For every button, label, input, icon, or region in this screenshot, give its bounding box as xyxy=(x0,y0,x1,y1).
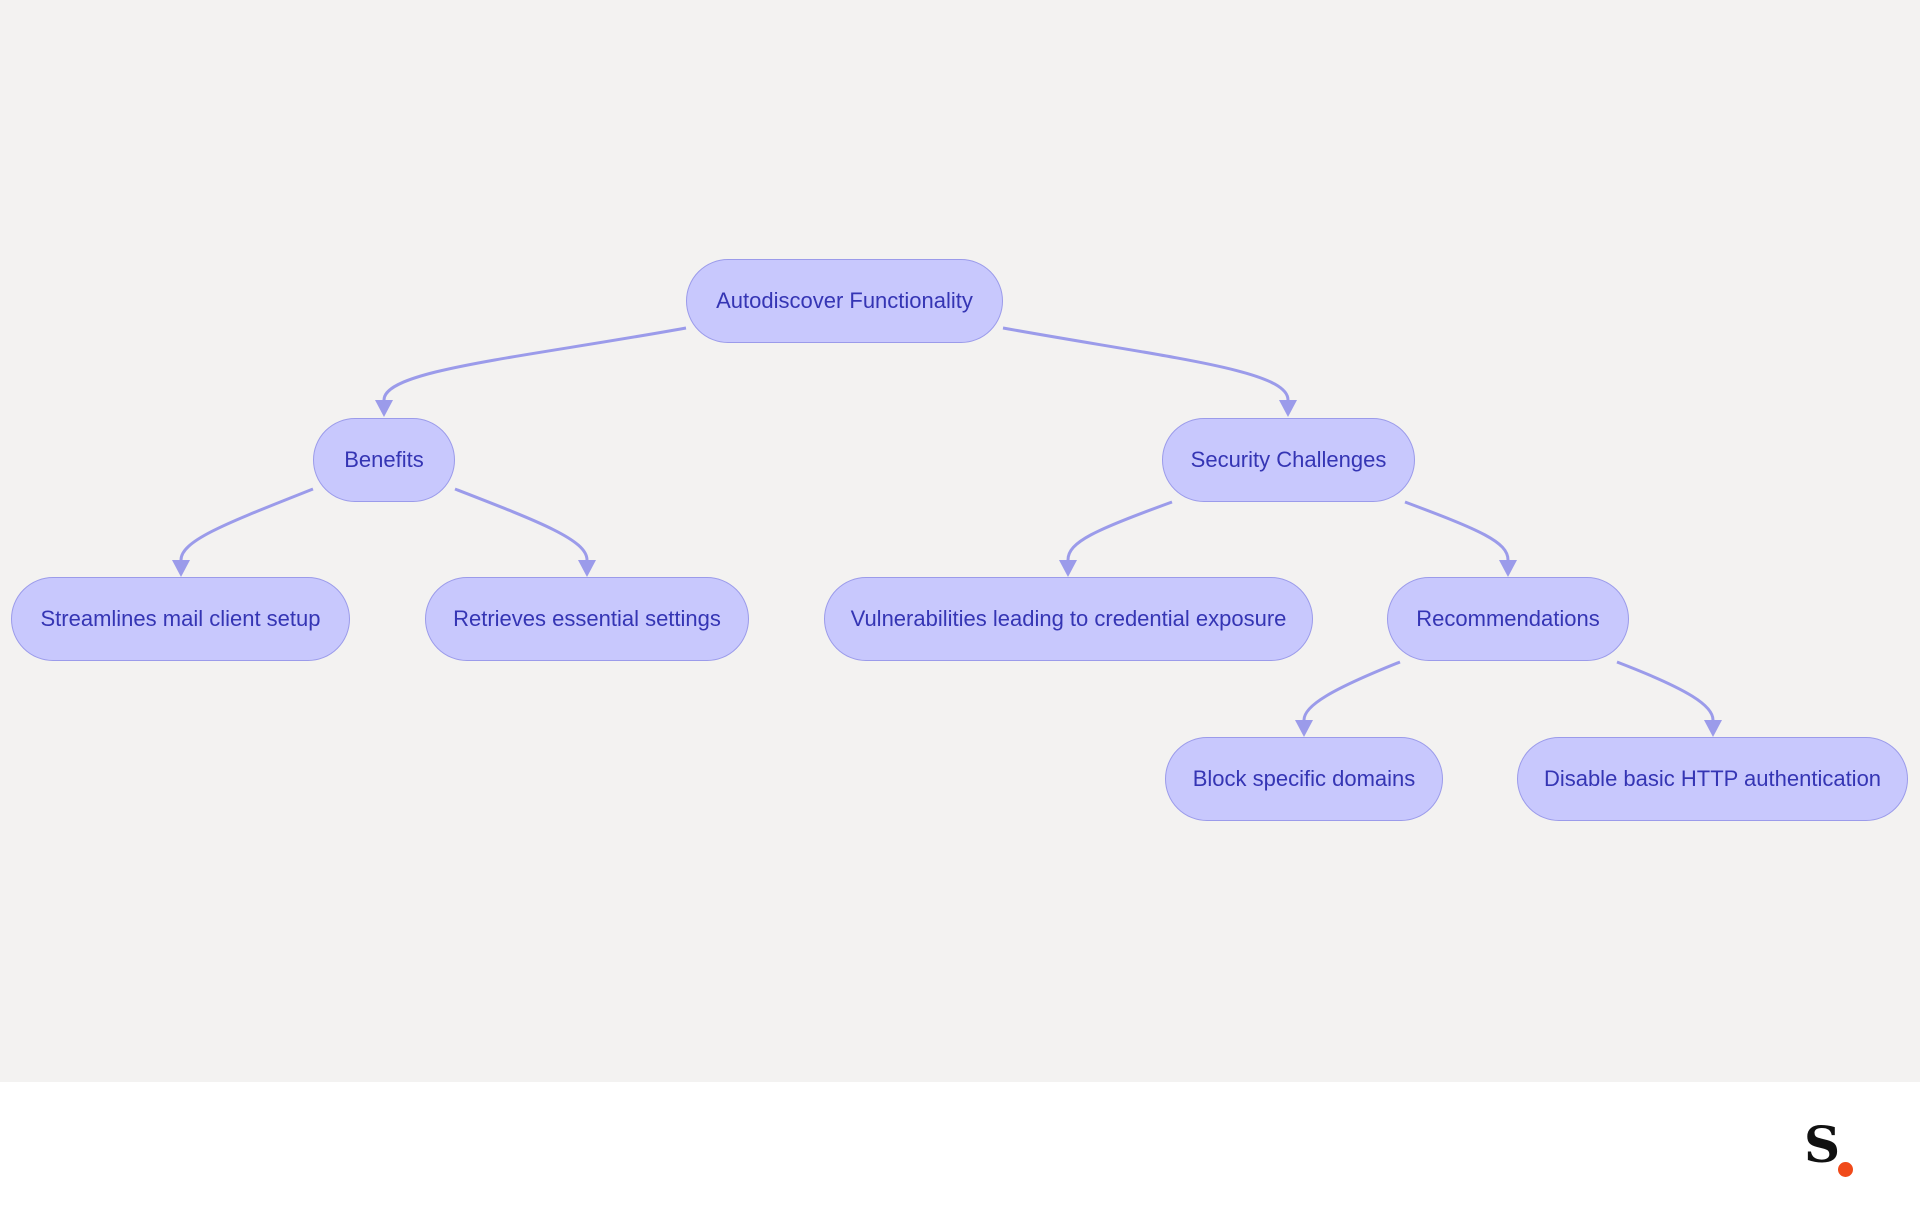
arrowhead-vulnerabilities xyxy=(1059,560,1077,577)
node-block-specific-domains: Block specific domains xyxy=(1165,737,1443,821)
arrowhead-security xyxy=(1279,400,1297,417)
edge-security-recommendations xyxy=(1404,500,1510,563)
edge-benefits-retrieves xyxy=(454,487,589,563)
arrowhead-retrieves xyxy=(578,560,596,577)
arrowhead-streamlines xyxy=(172,560,190,577)
s-dot-logo-icon: S xyxy=(1804,1120,1864,1178)
node-security-challenges: Security Challenges xyxy=(1162,418,1415,502)
arrowhead-recommendations xyxy=(1499,560,1517,577)
arrowhead-benefits xyxy=(375,400,393,417)
footer xyxy=(0,1082,1920,1215)
edge-layer xyxy=(172,326,1722,737)
node-autodiscover-functionality: Autodiscover Functionality xyxy=(686,259,1003,343)
node-vulnerabilities-credential-exposure: Vulnerabilities leading to credential ex… xyxy=(824,577,1313,661)
edge-root-security xyxy=(1002,326,1290,403)
node-retrieves-essential-settings: Retrieves essential settings xyxy=(425,577,749,661)
edge-security-vulnerabilities xyxy=(1066,500,1173,563)
node-recommendations: Recommendations xyxy=(1387,577,1629,661)
edge-recommendations-block xyxy=(1302,660,1401,723)
arrowhead-block xyxy=(1295,720,1313,737)
diagram-canvas: Autodiscover Functionality Benefits Secu… xyxy=(0,0,1920,1082)
edge-root-benefits xyxy=(382,326,687,403)
edge-benefits-streamlines xyxy=(179,487,314,563)
node-disable-basic-http-authentication: Disable basic HTTP authentication xyxy=(1517,737,1908,821)
node-streamlines-mail-client-setup: Streamlines mail client setup xyxy=(11,577,350,661)
node-benefits: Benefits xyxy=(313,418,455,502)
edge-recommendations-disable xyxy=(1616,660,1715,723)
arrowhead-disable xyxy=(1704,720,1722,737)
